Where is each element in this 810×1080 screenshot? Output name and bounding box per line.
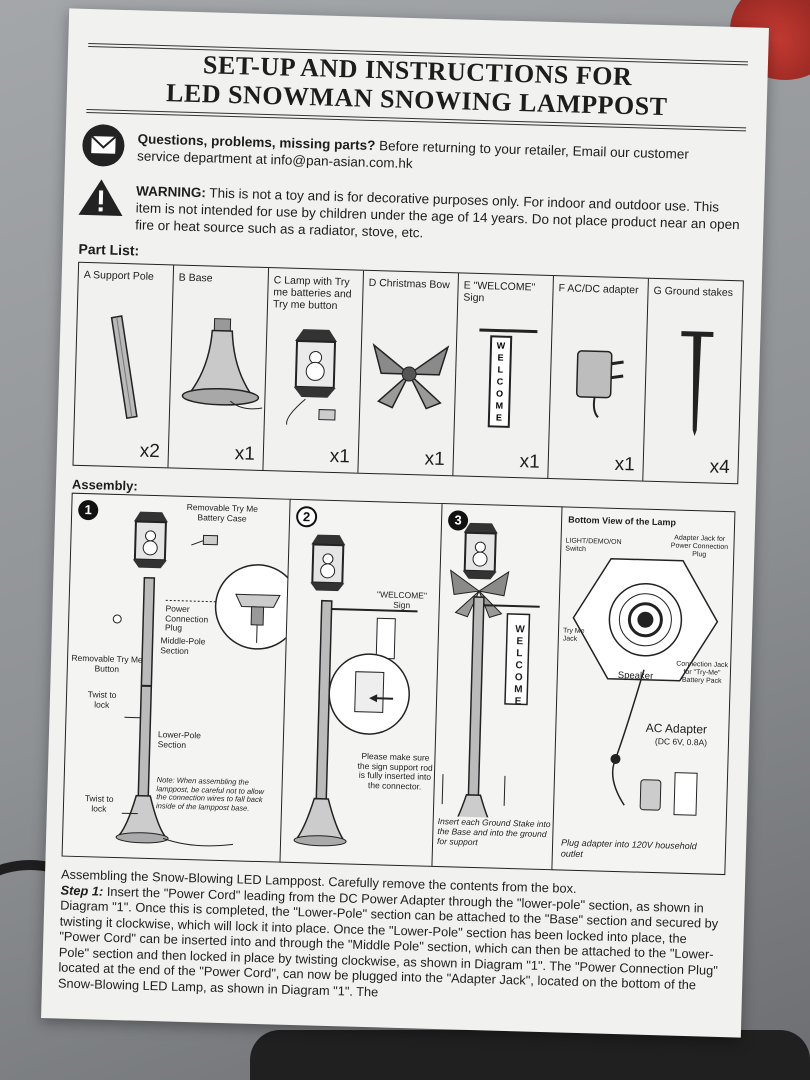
label-plug-note: Plug adapter into 120V household outlet bbox=[560, 837, 697, 859]
label-connection-jack: Connection Jack for "Try-Me" Battery Pac… bbox=[676, 660, 729, 685]
diagram-3-lamppost bbox=[441, 522, 540, 841]
warning-icon bbox=[78, 179, 123, 216]
warning-info: WARNING: This is not a toy and is for de… bbox=[135, 183, 740, 241]
instructions-step-1: Step 1: Insert the "Power Cord" leading … bbox=[58, 882, 729, 1009]
diagram-2-panel: 2 "WELCOME" Sign Please make sure the si… bbox=[279, 498, 444, 867]
diagram-3-panel: 3 W E L C O M E Insert bbox=[431, 503, 564, 871]
label-power-plug: Power Connection Plug bbox=[164, 603, 209, 633]
diagram-1-panel: 1 Removable Try Me Battery Case Power Co… bbox=[61, 492, 292, 863]
base-illustration bbox=[181, 318, 263, 410]
step-1-text: Insert the "Power Cord" leading from the… bbox=[57, 883, 719, 999]
warning-heading: WARNING: bbox=[135, 183, 207, 201]
label-adapter-jack: Adapter Jack for Power Connection Plug bbox=[670, 534, 729, 559]
dark-object bbox=[250, 1030, 810, 1080]
part-ground-stakes: G Ground stakes x4 bbox=[643, 279, 743, 484]
label-try-me-jack: Try Me Jack bbox=[562, 627, 585, 643]
part-support-pole: A Support Pole x2 bbox=[73, 262, 175, 468]
part-welcome-sign: E "WELCOME" Sign W E L C O M E x1 bbox=[453, 273, 554, 478]
sign-letter-m: M bbox=[495, 400, 503, 410]
ground-stake-illustration bbox=[681, 331, 714, 437]
label-middle-pole: Middle-Pole Section bbox=[160, 635, 206, 656]
diagram-1-lamppost bbox=[112, 511, 291, 847]
part-lamp: C Lamp with Try me batteries and Try me … bbox=[263, 268, 365, 473]
sign-letter-l: L bbox=[497, 365, 503, 375]
part-list-heading: Part List: bbox=[78, 240, 140, 259]
label-switch: LIGHT/DEMO/ON Switch bbox=[565, 537, 622, 554]
sign-letter-w: W bbox=[497, 340, 506, 350]
label-welcome-sign: "WELCOME" Sign bbox=[376, 589, 428, 610]
bow-illustration bbox=[372, 343, 450, 410]
adapter-illustration bbox=[575, 350, 624, 419]
part-list-table: A Support Pole x2 B Base x1 C Lamp with … bbox=[72, 261, 744, 485]
label-speaker: Speaker bbox=[617, 670, 654, 682]
label-sign-note: Please make sure the sign support rod is… bbox=[357, 750, 433, 792]
sign-letter-e2: E bbox=[496, 413, 502, 423]
bottom-view-illustration bbox=[572, 558, 719, 816]
part-ac-dc-adapter: F AC/DC adapter x1 bbox=[548, 276, 649, 481]
label-twist-lock-2: Twist to lock bbox=[84, 793, 114, 814]
contact-info: Questions, problems, missing parts? Befo… bbox=[136, 131, 690, 172]
instruction-sheet: SET-UP AND INSTRUCTIONS FOR LED SNOWMAN … bbox=[41, 8, 769, 1038]
instructions-body: Assembling the Snow-Blowing LED Lamppost… bbox=[58, 867, 729, 1010]
label-stake-note: Insert each Ground Stake into the Base a… bbox=[436, 816, 556, 850]
welcome-sign-illustration: W E L C O M E bbox=[479, 328, 538, 428]
step-1-label: Step 1: bbox=[60, 882, 104, 899]
part-christmas-bow: D Christmas Bow x1 bbox=[358, 270, 459, 476]
sign-letter-e: E bbox=[498, 353, 504, 363]
assembly-heading: Assembly: bbox=[71, 476, 138, 494]
label-twist-lock-1: Twist to lock bbox=[87, 689, 117, 710]
label-try-me-button: Removable Try Me Button bbox=[71, 652, 143, 674]
sign-letter-c: C bbox=[497, 377, 504, 387]
diagram-2-lamppost bbox=[293, 534, 418, 847]
label-ac-adapter: AC Adapter bbox=[645, 720, 708, 737]
label-lower-pole: Lower-Pole Section bbox=[157, 729, 202, 750]
sign-letter-o: O bbox=[496, 388, 503, 398]
support-pole-illustration bbox=[110, 315, 138, 420]
label-battery-case: Removable Try Me Battery Case bbox=[186, 501, 259, 524]
label-assembly-note: Note: When assembling the lamppost, be c… bbox=[155, 775, 265, 813]
diagram-4-panel: Bottom View of the Lamp Adapter Jack for… bbox=[551, 506, 736, 876]
lamp-illustration bbox=[286, 329, 338, 425]
part-base: B Base x1 bbox=[168, 265, 270, 471]
envelope-icon bbox=[82, 124, 125, 167]
